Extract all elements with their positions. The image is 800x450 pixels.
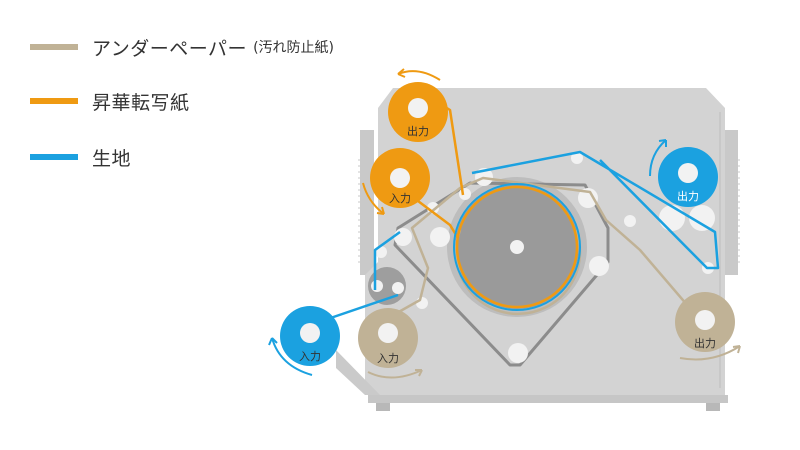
legend-note-underpaper: (汚れ防止紙) xyxy=(253,40,334,56)
fabric-input-label: 入力 xyxy=(299,350,321,363)
guide-rollers xyxy=(375,152,715,363)
transfer-swatch xyxy=(30,98,78,104)
transfer-output-roll: 出力 xyxy=(388,82,448,142)
transfer-output-arrow xyxy=(397,70,441,81)
fabric-input-roll: 入力 xyxy=(280,306,340,366)
fabric-output-roll: 出力 xyxy=(658,147,718,207)
legend-item-fabric: 生地 xyxy=(30,144,334,170)
transfer-drum-wrap xyxy=(455,185,579,309)
fabric-output-label: 出力 xyxy=(677,189,699,203)
underpaper-swatch xyxy=(30,44,78,50)
underpaper-output-label: 出力 xyxy=(694,336,716,350)
heat-drum xyxy=(447,177,587,317)
underpaper-input-label: 入力 xyxy=(377,352,399,365)
fabric-output-arrow xyxy=(649,139,667,177)
legend-item-transfer: 昇華転写紙 xyxy=(30,88,334,114)
legend-label-underpaper: アンダーペーパー xyxy=(92,37,248,60)
legend: アンダーペーパー (汚れ防止紙) 昇華転写紙 生地 xyxy=(30,34,334,200)
rotation-arrows xyxy=(268,68,741,379)
underpaper-output-roll: 出力 xyxy=(675,292,735,352)
legend-item-underpaper: アンダーペーパー (汚れ防止紙) xyxy=(30,34,334,60)
fabric-drum-wrap xyxy=(453,183,581,311)
underpaper-output-arrow xyxy=(679,345,741,361)
fabric-input-arrow xyxy=(271,337,313,376)
underpaper-path xyxy=(387,176,701,321)
fabric-swatch xyxy=(30,154,78,160)
underpaper-input-arrow xyxy=(367,369,423,379)
transfer-input-arrow xyxy=(362,182,385,215)
transfer-input-roll: 入力 xyxy=(370,148,430,208)
transfer-output-label: 出力 xyxy=(407,124,429,138)
legend-label-transfer: 昇華転写紙 xyxy=(92,91,190,114)
transfer-input-label: 入力 xyxy=(389,192,411,205)
legend-label-fabric: 生地 xyxy=(92,147,132,170)
underpaper-input-roll: 入力 xyxy=(358,308,418,368)
